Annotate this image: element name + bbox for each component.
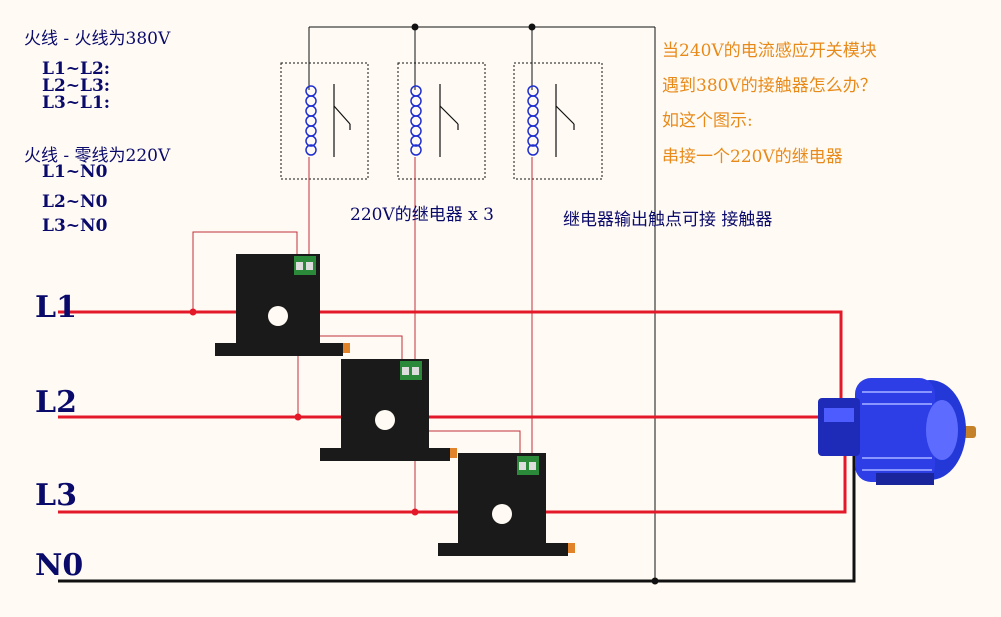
neutral-wire <box>58 431 856 583</box>
junction-dot <box>528 23 536 31</box>
current-sensor-icon <box>438 453 575 556</box>
relay-1 <box>280 62 369 180</box>
line-label-l2: L2 <box>35 385 77 420</box>
terminal-block-icon <box>400 361 422 380</box>
control-bus <box>308 26 656 581</box>
line-label-l3: L3 <box>35 478 77 513</box>
terminal-block-icon <box>517 456 539 475</box>
junction-dot <box>411 508 419 516</box>
pair-label: L1~L2: <box>42 59 111 79</box>
relay-2 <box>397 62 486 180</box>
terminal-block-icon <box>294 256 316 275</box>
relay-coil-icon <box>527 85 539 156</box>
junction-dot <box>411 23 419 31</box>
relay-3 <box>513 62 603 180</box>
junction-dot <box>189 308 197 316</box>
line-label-l1: L1 <box>35 290 77 325</box>
relay-caption: 220V的继电器 x 3 <box>350 205 494 225</box>
relay-contact-icon <box>439 84 459 157</box>
junction-dot <box>294 413 302 421</box>
question-note: 串接一个220V的继电器 <box>662 147 843 167</box>
question-note: 如这个图示: <box>662 111 753 131</box>
pair-label: L3~N0 <box>42 216 108 236</box>
current-sensor-icon <box>215 254 350 356</box>
pair-label: L3~L1: <box>42 93 111 113</box>
question-note: 当240V的电流感应开关模块 <box>662 41 877 61</box>
current-sensor-icon <box>320 359 457 461</box>
relay-coil-icon <box>305 85 317 156</box>
pair-label: L2~L3: <box>42 76 111 96</box>
relay-coil-icon <box>410 85 422 156</box>
contact-caption: 继电器输出触点可接 接触器 <box>563 210 773 230</box>
question-note: 遇到380V的接触器怎么办？ <box>662 76 877 96</box>
line-to-line-title: 火线 - 火线为380V <box>24 29 171 49</box>
pair-label: L2~N0 <box>42 192 108 212</box>
line-to-neutral-title: 火线 - 零线为220V <box>24 146 171 166</box>
line-label-n0: N0 <box>35 548 84 583</box>
control-wires <box>192 157 533 512</box>
relay-contact-icon <box>555 84 575 157</box>
motor-icon <box>818 378 976 485</box>
pair-label: L1~N0 <box>42 162 108 182</box>
relay-contact-icon <box>333 84 351 157</box>
phase-wires <box>58 310 847 514</box>
